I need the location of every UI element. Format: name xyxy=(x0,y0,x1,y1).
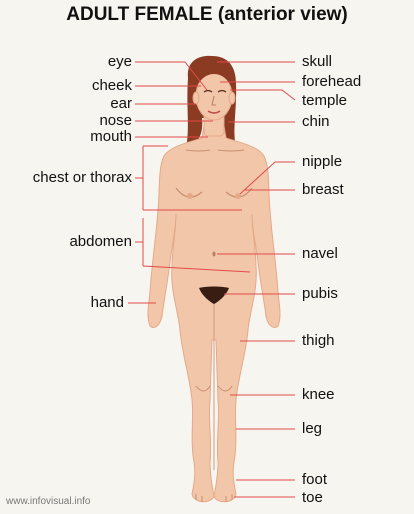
label-eye: eye xyxy=(60,54,132,70)
label-thigh: thigh xyxy=(302,333,335,349)
label-hand: hand xyxy=(40,295,124,311)
label-foot: foot xyxy=(302,472,327,488)
label-ear: ear xyxy=(60,96,132,112)
label-forehead: forehead xyxy=(302,74,361,90)
label-cheek: cheek xyxy=(60,78,132,94)
label-chest-or-thorax: chest or thorax xyxy=(2,170,132,186)
label-mouth: mouth xyxy=(60,129,132,145)
label-abdomen: abdomen xyxy=(30,234,132,250)
label-chin: chin xyxy=(302,114,330,130)
label-pubis: pubis xyxy=(302,286,338,302)
ear-shape xyxy=(229,92,235,104)
nipple-shape xyxy=(187,193,193,199)
navel-shape xyxy=(213,252,216,257)
ear-shape xyxy=(193,92,199,104)
label-navel: navel xyxy=(302,246,338,262)
label-temple: temple xyxy=(302,93,347,109)
label-nipple: nipple xyxy=(302,154,342,170)
label-breast: breast xyxy=(302,182,344,198)
label-skull: skull xyxy=(302,54,332,70)
label-knee: knee xyxy=(302,387,335,403)
label-toe: toe xyxy=(302,490,323,506)
source-credit: www.infovisual.info xyxy=(6,496,90,507)
label-nose: nose xyxy=(60,113,132,129)
diagram-title: ADULT FEMALE (anterior view) xyxy=(0,4,414,26)
label-leg: leg xyxy=(302,421,322,437)
